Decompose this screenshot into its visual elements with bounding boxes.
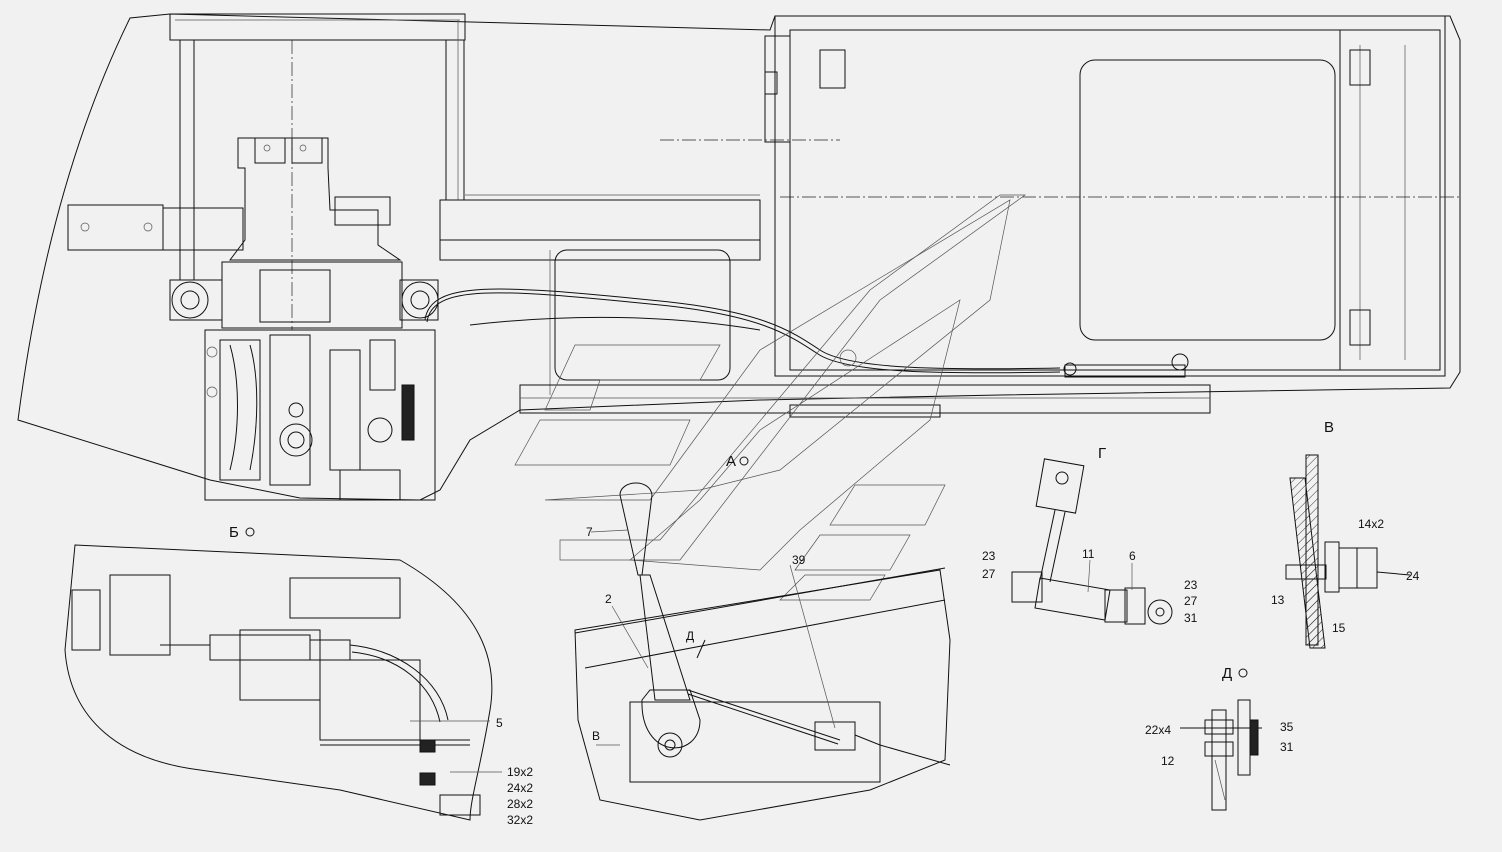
callout-6: 6 <box>1129 549 1136 563</box>
view-d-detail <box>1180 699 1262 811</box>
view-g-detail <box>1011 458 1173 625</box>
callout-28x2: 28х2 <box>507 797 533 811</box>
view-a-label: А <box>726 453 736 470</box>
callout-11: 11 <box>1082 547 1095 561</box>
callout-27-right: 27 <box>1184 594 1198 608</box>
view-b-detail <box>64 544 502 821</box>
view-b-label: Б <box>229 524 239 541</box>
callout-22x4: 22х4 <box>1145 723 1171 737</box>
view-g-label: Г <box>1098 445 1106 462</box>
callout-31-d: 31 <box>1280 740 1294 754</box>
callout-2: 2 <box>605 592 612 606</box>
callout-39: 39 <box>792 553 806 567</box>
arrow-d-label: Д <box>686 629 694 643</box>
callout-19x2: 19х2 <box>507 765 533 779</box>
callout-27-left: 27 <box>982 567 996 581</box>
callout-23-right: 23 <box>1184 578 1198 592</box>
callout-5: 5 <box>496 716 503 730</box>
callout-32x2: 32х2 <box>507 813 533 827</box>
callout-35: 35 <box>1280 720 1294 734</box>
callout-7: 7 <box>586 525 593 539</box>
callout-31-g: 31 <box>1184 611 1198 625</box>
view-d-label: Д <box>1222 665 1232 682</box>
callout-24: 24 <box>1406 569 1420 583</box>
callout-13: 13 <box>1271 593 1285 607</box>
callout-14x2: 14х2 <box>1358 517 1384 531</box>
main-view <box>17 13 1461 601</box>
callout-12: 12 <box>1161 754 1175 768</box>
callout-15: 15 <box>1332 621 1346 635</box>
lever-view <box>574 482 951 821</box>
view-v-label: В <box>1324 419 1334 436</box>
arrow-v-label: В <box>592 729 600 743</box>
callout-24x2: 24х2 <box>507 781 533 795</box>
view-v-detail <box>1285 454 1411 649</box>
callout-23-left: 23 <box>982 549 996 563</box>
